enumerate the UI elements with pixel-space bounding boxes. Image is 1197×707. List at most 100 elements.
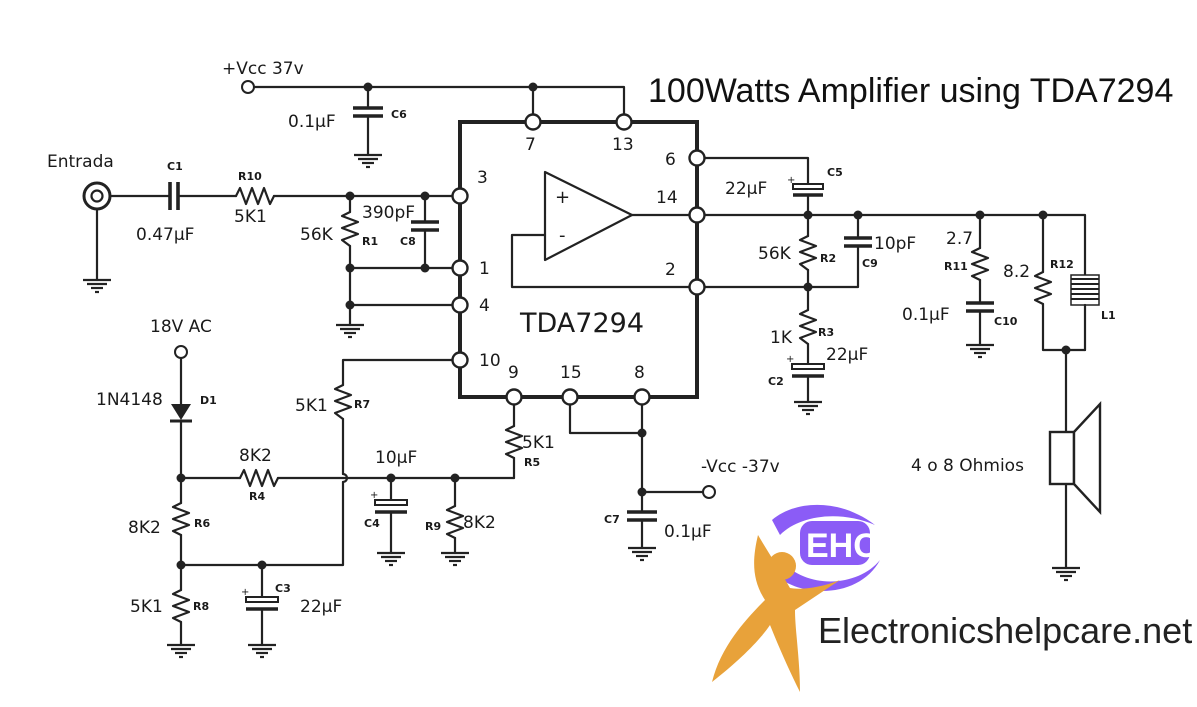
logo-arc-top (772, 504, 875, 535)
c5-value: 22µF (725, 179, 767, 199)
c7-ref: C7 (604, 513, 620, 526)
resistor-r6: 8K2 R6 (128, 501, 267, 592)
inductor-l1: L1 (1070, 274, 1116, 352)
pin-number-7: 7 (525, 135, 536, 155)
c7-value: 0.1µF (664, 522, 712, 542)
input-label: Entrada (47, 152, 114, 172)
resistor-r1: 56K R1 (300, 194, 378, 339)
pin-9 (505, 388, 523, 406)
r6-value: 8K2 (128, 518, 161, 538)
r12-ref: R12 (1050, 258, 1074, 271)
vcc-positive-rail: +Vcc 37v (222, 59, 626, 116)
resistor-r9: 8K2 R9 (425, 476, 496, 567)
logo-figure-body (712, 535, 840, 692)
resistor-r3: 1K R3 (770, 285, 834, 366)
r5-value: 5K1 (522, 433, 555, 453)
c8-value: 390pF (362, 203, 415, 223)
r9-value: 8K2 (463, 513, 496, 533)
ic-name-label: TDA7294 (519, 308, 644, 339)
vcc-positive-terminal (241, 80, 255, 94)
r7-value: 5K1 (295, 396, 328, 416)
c2-ref: C2 (768, 375, 784, 388)
c9-value: 10pF (874, 234, 916, 254)
pin-15 (561, 388, 579, 406)
r4-ref: R4 (249, 490, 265, 503)
r1-ref: R1 (362, 235, 378, 248)
vcc-negative-terminal (702, 485, 716, 499)
resistor-r12: 8.2 R12 (1003, 213, 1087, 352)
d1-ref: D1 (200, 394, 217, 407)
r6-ref: R6 (194, 517, 210, 530)
speaker-icon: 4 o 8 Ohmios (911, 348, 1102, 582)
c3-ref: C3 (275, 582, 291, 595)
c2-value: 22µF (826, 345, 868, 365)
c4-ref: C4 (364, 517, 380, 530)
d1-value: 1N4148 (96, 390, 163, 410)
pin-number-14: 14 (656, 188, 678, 208)
r10-value: 5K1 (234, 207, 267, 227)
c2-plus: + (786, 354, 794, 365)
opamp-minus-sign: - (559, 225, 566, 246)
resistor-r11: 2.7 R11 (944, 213, 990, 305)
pin-8 (633, 388, 651, 406)
pin-7 (524, 113, 542, 131)
c8-ref: C8 (400, 235, 416, 248)
logo-ehc-text: EHC (806, 527, 878, 565)
c10-ref: C10 (994, 315, 1018, 328)
pin-6 (688, 149, 706, 167)
diode-d1: 18V AC 1N4148 D1 (96, 317, 217, 505)
r1-value: 56K (300, 225, 334, 245)
pin-number-6: 6 (665, 150, 676, 170)
l1-ref: L1 (1101, 309, 1116, 322)
c6-value: 0.1µF (288, 112, 336, 132)
r3-ref: R3 (818, 326, 834, 339)
logo-arc-bottom (772, 560, 880, 592)
pin-number-10: 10 (479, 351, 501, 371)
c4-value: 10µF (375, 448, 417, 468)
logo-badge (800, 521, 870, 565)
c3-value: 22µF (300, 597, 342, 617)
capacitor-c7: C7 0.1µF (604, 510, 712, 562)
capacitor-c9: 10pF C9 (703, 213, 916, 292)
c1-value: 0.47µF (136, 225, 194, 245)
c3-plus: + (241, 587, 249, 598)
vcc-negative-rail: -Vcc -37v (568, 403, 780, 514)
c1-ref: C1 (167, 160, 183, 173)
ac-label: 18V AC (150, 317, 212, 337)
pin-14 (688, 206, 706, 224)
r12-value: 8.2 (1003, 262, 1030, 282)
capacitor-c8: 390pF C8 (362, 194, 439, 273)
r8-value: 5K1 (130, 597, 163, 617)
resistor-r8: 5K1 R8 (130, 588, 209, 659)
r8-ref: R8 (193, 600, 209, 613)
ac-terminal (174, 345, 188, 359)
capacitor-c2: + 22µF C2 (768, 345, 868, 416)
ehc-logo: EHC Electronicshelpcare.net (712, 504, 1192, 692)
pin-number-3: 3 (477, 168, 488, 188)
resistor-r7: 5K1 R7 (179, 358, 454, 567)
c4-plus: + (370, 490, 378, 501)
logo-site-text: Electronicshelpcare.net (818, 610, 1192, 651)
pin-number-2: 2 (665, 260, 676, 280)
capacitor-c1: C1 0.47µF (108, 160, 238, 245)
c5-plus: + (787, 175, 795, 186)
capacitor-c10: 0.1µF C10 (902, 301, 1018, 359)
r4-value: 8K2 (239, 446, 272, 466)
r11-value: 2.7 (946, 229, 973, 249)
diagram-title: 100Watts Amplifier using TDA7294 (648, 72, 1173, 110)
pin-number-13: 13 (612, 135, 634, 155)
vcc-negative-label: -Vcc -37v (701, 457, 780, 477)
opamp-symbol: + - (510, 170, 699, 289)
pin-number-1: 1 (479, 259, 490, 279)
resistor-r5: 5K1 R5 (504, 403, 555, 480)
pin-10 (451, 351, 469, 369)
input-jack[interactable]: Entrada (47, 152, 114, 294)
r2-ref: R2 (820, 252, 836, 265)
resistor-r2: 56K R2 (758, 213, 836, 289)
r11-ref: R11 (944, 260, 968, 273)
pin-4 (451, 296, 469, 314)
pin-1 (451, 259, 469, 277)
r10-ref: R10 (238, 170, 262, 183)
